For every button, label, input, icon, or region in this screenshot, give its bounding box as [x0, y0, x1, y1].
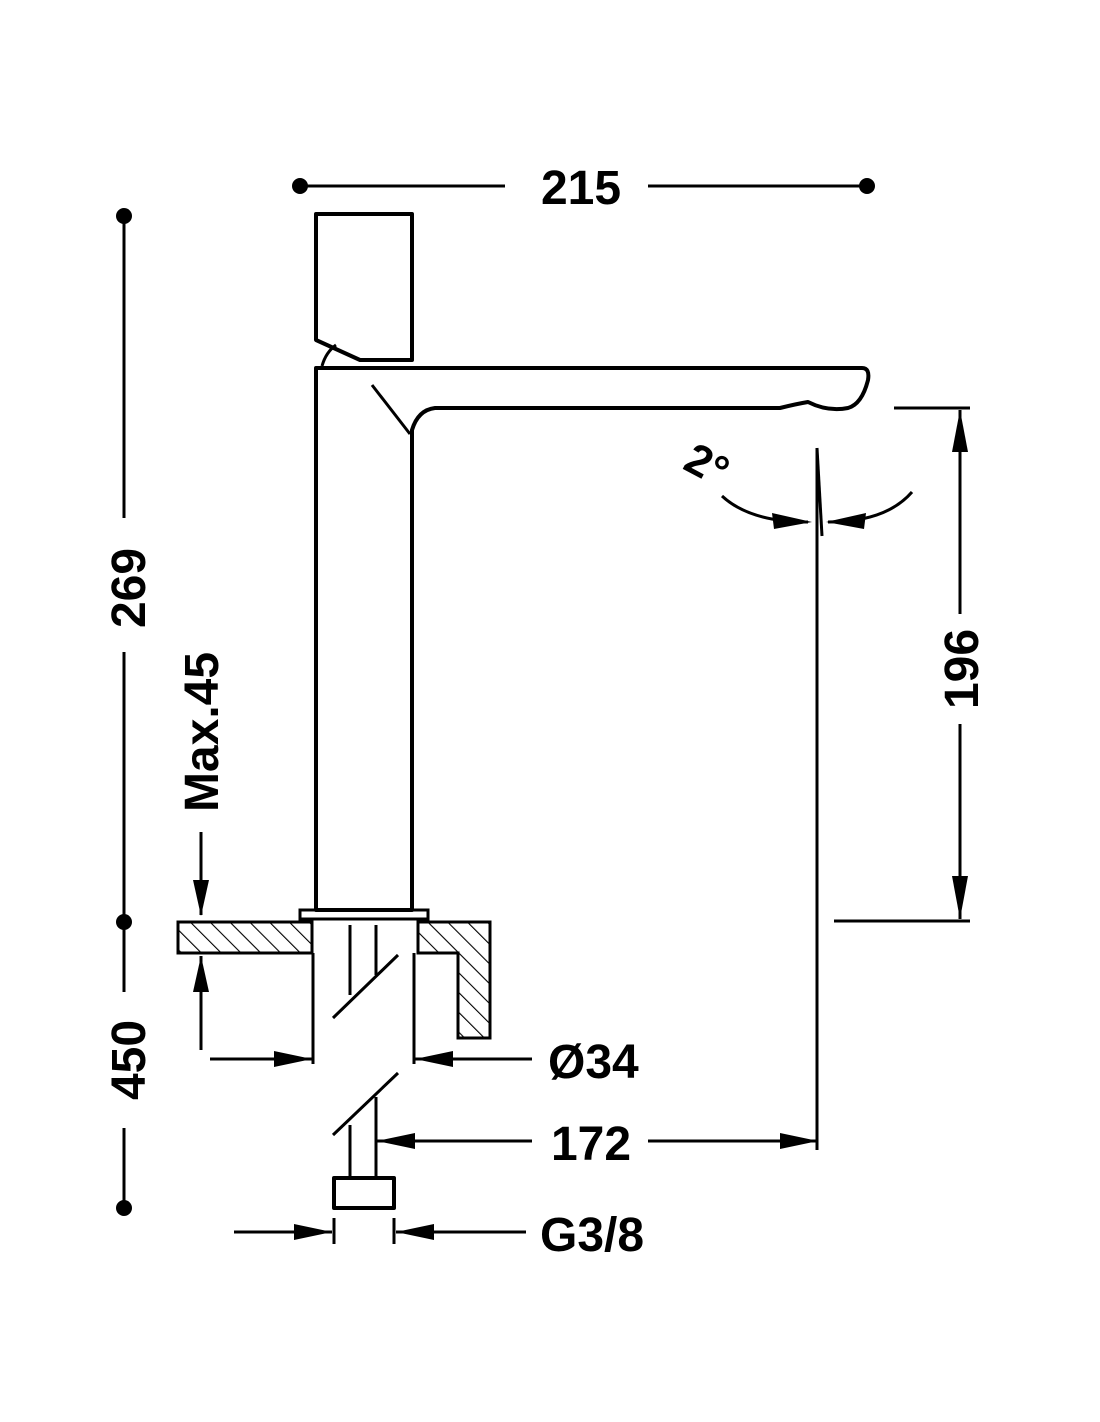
break-line-bottom [331, 1071, 400, 1137]
water-stream-angled [815, 447, 824, 537]
dimension-height-total: 269 [103, 208, 156, 930]
dimension-hose-length: 450 [103, 922, 156, 1216]
width-total-label: 215 [541, 162, 621, 215]
hose-length-label: 450 [103, 1020, 156, 1100]
dimension-hole-diameter: Ø34 [210, 1036, 639, 1089]
break-line-top [331, 953, 400, 1020]
height-total-label: 269 [103, 548, 156, 628]
spout-height-label: 196 [936, 629, 989, 709]
dimension-spout-reach: 172 [377, 1118, 818, 1171]
deck-thickness-label: Max.45 [176, 652, 229, 812]
dimension-deck-thickness: Max.45 [176, 652, 229, 1050]
countertop [176, 920, 492, 1040]
angle-arc-left [720, 494, 809, 524]
body-chamfer-line [370, 384, 412, 435]
connector-nut [332, 1176, 396, 1210]
dimension-connection: G3/8 [234, 1209, 644, 1262]
lever-handle [314, 212, 414, 362]
dimension-width-total: 215 [292, 162, 875, 215]
lever-pivot [320, 343, 337, 367]
base-flange [298, 908, 430, 921]
hole-diameter-label: Ø34 [548, 1036, 639, 1089]
faucet-outline [298, 212, 871, 921]
spout-angle-label: 2° [677, 434, 737, 497]
connection-label: G3/8 [540, 1209, 644, 1262]
shank-and-hose [311, 925, 416, 1210]
spout-body [314, 366, 871, 912]
dimension-spout-angle: 2° [677, 434, 914, 1150]
dimension-spout-height: 196 [834, 406, 989, 923]
spout-reach-label: 172 [551, 1118, 631, 1171]
